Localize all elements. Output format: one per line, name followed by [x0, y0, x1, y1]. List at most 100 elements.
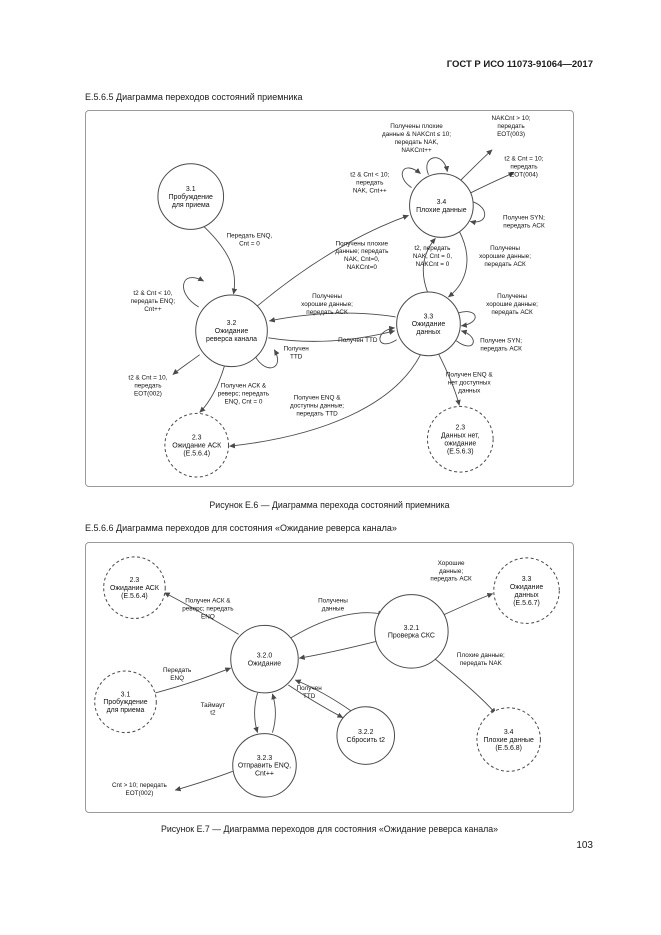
- transition-arrow: [201, 224, 238, 295]
- state-circle: [232, 733, 297, 798]
- transition-arrow: [456, 329, 474, 347]
- document-header: ГОСТ Р ИСО 11073-91064—2017: [446, 59, 593, 70]
- transition-arrow: [183, 276, 205, 308]
- transition-arrow: [458, 149, 493, 182]
- transition-arrow: [199, 365, 225, 413]
- transition-arrow: [294, 679, 352, 712]
- state-circle: [336, 706, 396, 765]
- transition-arrow: [253, 692, 259, 733]
- transition-arrow: [288, 684, 344, 719]
- transition-arrow: [255, 349, 280, 369]
- transition-arrow: [155, 667, 232, 694]
- transition-arrow: [426, 157, 450, 175]
- transition-arrow: [434, 658, 497, 715]
- transition-label: t2 & Cnt < 10,передать ENQ;Cnt++: [131, 290, 176, 313]
- state-circle: [195, 294, 268, 368]
- transition-arrow: [439, 593, 494, 617]
- transition-label: Получен ENQ &доступны данные;передать TT…: [290, 394, 344, 417]
- transition-arrow: [268, 312, 396, 323]
- transition-arrow: [298, 640, 377, 660]
- state-circle: [94, 670, 157, 734]
- state-circle: [164, 412, 230, 478]
- transition-arrow: [469, 172, 515, 194]
- state-circle: [476, 707, 541, 772]
- transition-arrow: [448, 231, 468, 298]
- transition-label: Получен SYN;передать АСК: [503, 214, 545, 229]
- state-circle: [426, 405, 494, 473]
- state-circle: [493, 557, 560, 624]
- transition-arrow: [174, 770, 233, 792]
- state-circle: [396, 291, 461, 357]
- figure1-caption: Рисунок Е.6 — Диаграмма перехода состоян…: [209, 500, 450, 510]
- transition-arrow: [163, 592, 239, 635]
- transition-label: Получен TTD: [338, 337, 378, 344]
- transition-arrow: [379, 325, 397, 345]
- state-circle: [409, 173, 474, 238]
- transition-arrow: [172, 354, 200, 375]
- transition-label: Плохие данные;передать NAK: [457, 652, 505, 667]
- transition-label: Получен SYN;передать АСК: [480, 338, 522, 353]
- transition-arrow: [229, 354, 421, 449]
- transition-arrow: [257, 214, 409, 307]
- state-circle: [230, 624, 299, 694]
- state-circle: [374, 594, 449, 669]
- page-number: 103: [576, 840, 593, 851]
- transition-arrow: [290, 610, 384, 639]
- transition-arrow: [271, 693, 277, 733]
- section1-heading: Е.5.6.5 Диаграмма переходов состояний пр…: [85, 92, 303, 102]
- transition-arrow: [422, 238, 436, 293]
- state-circle: [103, 556, 166, 619]
- figure2-caption: Рисунок Е.7 — Диаграмма переходов для со…: [160, 824, 499, 834]
- transition-arrow: [458, 311, 476, 328]
- state-circle: [157, 163, 225, 230]
- transition-arrow: [438, 353, 461, 406]
- transition-arrow: [401, 167, 421, 188]
- transition-arrow: [469, 201, 486, 226]
- section2-heading: Е.5.6.6 Диаграмма переходов для состояни…: [85, 523, 397, 533]
